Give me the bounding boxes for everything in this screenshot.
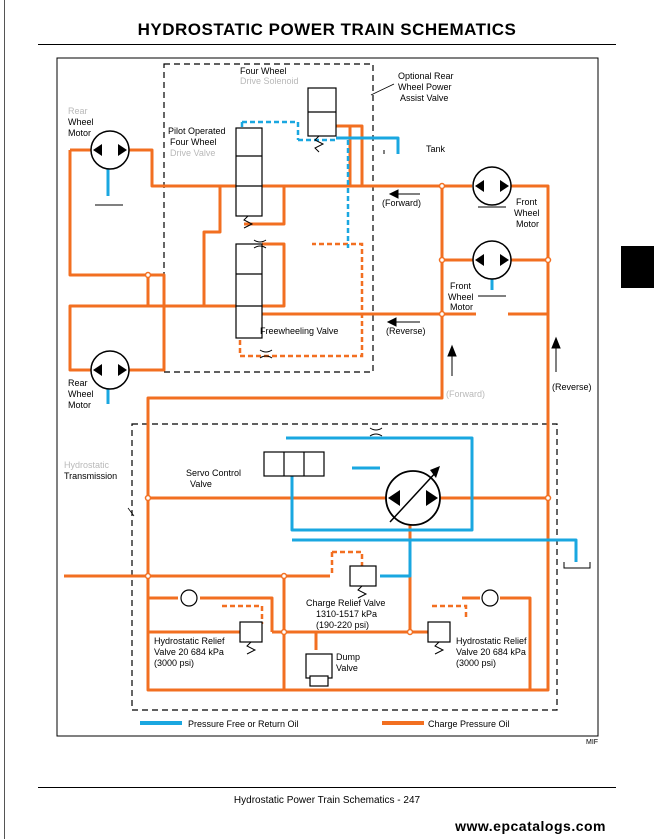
transmission-outline <box>131 423 558 711</box>
label-hydrostatic-transmission-1: Hydrostatic <box>64 460 110 470</box>
label-servo-control-valve-2: Valve <box>190 479 212 489</box>
legend-pressure-free-label: Pressure Free or Return Oil <box>188 719 299 729</box>
leader-lines <box>127 83 395 517</box>
label-reverse-right: (Reverse) <box>552 382 592 392</box>
label-hydro-relief-left-2: Valve 20 684 kPa <box>154 647 224 657</box>
title-rule <box>38 44 616 45</box>
label-pilot-valve-2: Four Wheel <box>170 137 217 147</box>
label-hydro-relief-left-1: Hydrostatic Relief <box>154 636 225 646</box>
front-wheel-motor-left <box>472 240 512 297</box>
label-front-wheel-motor-right-1: Front <box>516 197 538 207</box>
page-edge-line <box>4 0 5 839</box>
label-freewheeling-valve: Freewheeling Valve <box>260 326 338 336</box>
label-forward-top: (Forward) <box>382 198 421 208</box>
label-forward-vertical: (Forward) <box>446 389 485 399</box>
label-dump-valve-2: Valve <box>336 663 358 673</box>
label-charge-relief-1: Charge Relief Valve <box>306 598 385 608</box>
label-rear-wheel-motor-top-3: Motor <box>68 128 91 138</box>
label-front-wheel-motor-left-3: Motor <box>450 302 473 312</box>
label-front-wheel-motor-right-2: Wheel <box>514 208 540 218</box>
label-hydro-relief-left-3: (3000 psi) <box>154 658 194 668</box>
footer-rule <box>38 787 616 788</box>
label-front-wheel-motor-right-3: Motor <box>516 219 539 229</box>
tank-symbol-right <box>563 562 591 569</box>
label-rear-wheel-motor-top-2: Wheel <box>68 117 94 127</box>
valve-block-outline <box>163 63 374 373</box>
page-footer: Hydrostatic Power Train Schematics - 247 <box>233 795 421 806</box>
hydrostatic-pump <box>385 466 441 526</box>
front-wheel-motor-right <box>472 166 512 208</box>
label-pilot-valve-3: Drive Valve <box>170 148 215 158</box>
page-title: HYDROSTATIC POWER TRAIN SCHEMATICS <box>137 20 517 39</box>
label-tank-top: Tank <box>426 144 446 154</box>
junction-dots <box>144 182 552 636</box>
label-front-wheel-motor-left-2: Wheel <box>448 292 474 302</box>
check-valves <box>180 589 499 607</box>
valve-springs <box>243 135 445 655</box>
label-pilot-valve-1: Pilot Operated <box>168 126 226 136</box>
label-hydrostatic-transmission-2: Transmission <box>64 471 117 481</box>
label-four-wheel-drive-solenoid-2: Drive Solenoid <box>240 76 299 86</box>
label-rear-wheel-motor-bottom-3: Motor <box>68 400 91 410</box>
pressure-free-lines <box>106 136 578 578</box>
rear-wheel-motor-bottom <box>90 350 130 390</box>
label-rear-wheel-motor-top-1: Rear <box>68 106 88 116</box>
flow-arrows <box>386 189 561 376</box>
label-optional-rear-2: Wheel Power <box>398 82 452 92</box>
label-rear-wheel-motor-bottom-2: Wheel <box>68 389 94 399</box>
orifices <box>253 239 383 437</box>
section-tab-marker <box>621 246 654 288</box>
schematic-frame <box>56 57 599 737</box>
label-optional-rear-1: Optional Rear <box>398 71 454 81</box>
label-charge-relief-3: (190-220 psi) <box>316 620 369 630</box>
label-hydro-relief-right-1: Hydrostatic Relief <box>456 636 527 646</box>
label-front-wheel-motor-left-1: Front <box>450 281 472 291</box>
legend-charge-pressure-label: Charge Pressure Oil <box>428 719 510 729</box>
label-rear-wheel-motor-bottom-1: Rear <box>68 378 88 388</box>
figure-code: MIF <box>586 739 598 746</box>
label-four-wheel-drive-solenoid-1: Four Wheel <box>240 66 287 76</box>
label-servo-control-valve-1: Servo Control <box>186 468 241 478</box>
rear-wheel-motor-top <box>90 130 130 206</box>
label-dump-valve-1: Dump <box>336 652 360 662</box>
label-reverse-mid: (Reverse) <box>386 326 426 336</box>
label-hydro-relief-right-2: Valve 20 684 kPa <box>456 647 526 657</box>
valve-bodies <box>235 87 451 687</box>
label-charge-relief-2: 1310-1517 kPa <box>316 609 377 619</box>
watermark-url: www.epcatalogs.com <box>455 818 606 834</box>
label-optional-rear-3: Assist Valve <box>400 93 448 103</box>
label-hydro-relief-right-3: (3000 psi) <box>456 658 496 668</box>
